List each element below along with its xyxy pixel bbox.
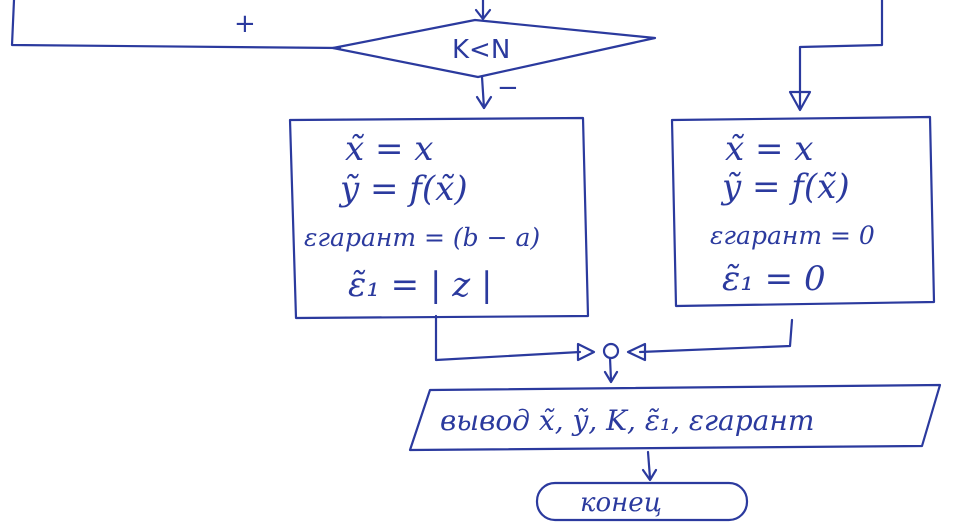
terminal-entry-arrowhead	[641, 468, 658, 482]
output-text: вывод x̃, ỹ, K, ε̃₁, εгарант	[440, 404, 814, 437]
right-line-3: εгарант = 0	[710, 221, 875, 250]
output-parallelogram	[408, 383, 942, 452]
merge-down-line	[608, 356, 613, 382]
left-line-3: εгарант = (b − a)	[304, 223, 540, 252]
terminal-text: конец	[580, 488, 662, 518]
left-merge-arrowhead	[576, 342, 596, 362]
right-line-1: x̃ = x	[725, 129, 813, 169]
decision-diamond	[331, 18, 657, 79]
loop-back-line	[10, 0, 342, 50]
top-entry-arrowhead	[474, 8, 492, 21]
right-merge-line	[638, 318, 794, 354]
decision-condition: K<N	[452, 35, 510, 65]
left-process-box	[288, 116, 590, 320]
right-line-4: ε̃₁ = 0	[722, 259, 826, 299]
right-process-box	[670, 115, 936, 308]
right-branch-arrowhead	[788, 90, 812, 112]
left-merge-line	[434, 314, 582, 362]
merge-junction	[602, 342, 620, 360]
left-line-1: x̃ = x	[345, 129, 433, 169]
right-branch-line	[798, 0, 884, 110]
no-branch-line	[480, 75, 486, 110]
right-line-2: ỹ = f(x̃)	[720, 167, 850, 207]
terminal-entry-line	[646, 450, 652, 480]
no-branch-arrowhead	[475, 95, 493, 110]
left-process-text: x̃ = x ỹ = f(x̃) εгарант = (b − a) ε̃₁ =…	[304, 129, 540, 305]
left-line-4: ε̃₁ = | z |	[348, 265, 492, 305]
left-line-2: ỹ = f(x̃)	[338, 169, 468, 209]
terminal-shape	[535, 481, 749, 522]
merge-down-arrowhead	[603, 370, 619, 384]
right-merge-arrowhead	[626, 342, 647, 362]
decision-yes-label: +	[234, 9, 256, 39]
decision-no-label: −	[497, 73, 519, 103]
right-process-text: x̃ = x ỹ = f(x̃) εгарант = 0 ε̃₁ = 0	[710, 129, 875, 299]
